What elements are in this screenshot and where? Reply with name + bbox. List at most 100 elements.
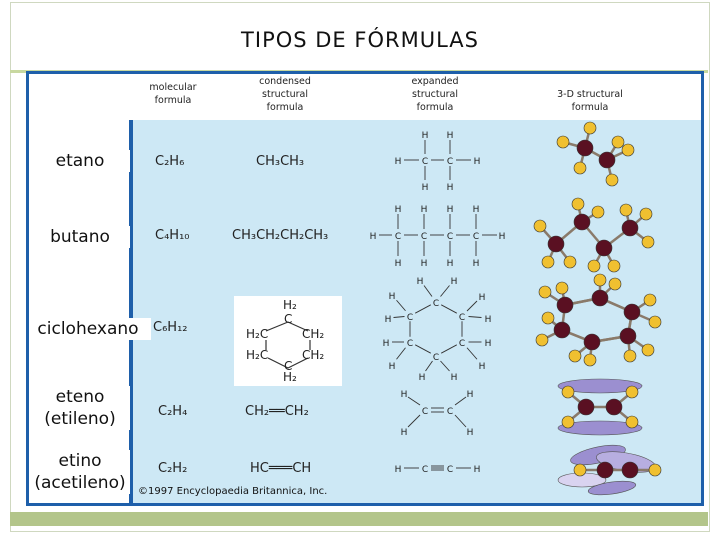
carbon-label: C	[407, 313, 413, 323]
hydrogen-label: H	[467, 428, 474, 438]
hydrogen-ball	[535, 333, 549, 347]
hydrogen-ball	[641, 235, 655, 249]
bond-line	[454, 414, 467, 428]
carbon-label: C	[407, 339, 413, 349]
hydrogen-label: H	[421, 259, 428, 269]
hydrogen-ball	[563, 255, 577, 269]
hydrogen-label: H	[451, 277, 458, 287]
carbon-label: C	[459, 313, 465, 323]
hydrogen-ball	[533, 219, 547, 233]
hydrogen-label: H	[422, 183, 429, 193]
hydrogen-ball	[583, 121, 597, 135]
carbon-label: C	[422, 465, 428, 475]
cyc-h2c-left: H₂C	[246, 327, 269, 341]
hydrogen-ball	[611, 135, 625, 149]
carbon-ball	[573, 213, 591, 231]
hydrogen-ball	[623, 349, 637, 363]
carbon-label: C	[447, 465, 453, 475]
hydrogen-ball	[648, 463, 662, 477]
cyc-h2-bottom: H₂	[283, 370, 297, 384]
hydrogen-label: H	[447, 205, 454, 215]
hydrogen-label: H	[474, 157, 481, 167]
hydrogen-ball	[573, 463, 587, 477]
carbon-label: C	[395, 232, 401, 242]
cyc-ch2-right2: CH₂	[302, 348, 325, 362]
carbon-ball	[576, 139, 594, 157]
hydrogen-label: H	[485, 315, 492, 325]
hydrogen-ball	[625, 415, 639, 429]
hydrogen-label: H	[389, 292, 396, 302]
row-name-etino: etino (acetileno)	[30, 450, 130, 494]
bond-line	[466, 347, 478, 360]
hydrogen-ball	[639, 207, 653, 221]
hydrogen-label: H	[401, 390, 408, 400]
hydrogen-ball	[621, 143, 635, 157]
carbon-label: C	[447, 407, 453, 417]
hydrogen-label: H	[451, 373, 458, 383]
bond-line	[440, 360, 450, 372]
hydrogen-label: H	[389, 362, 396, 372]
bond-line	[393, 316, 405, 318]
bond-line	[440, 304, 458, 314]
hydrogen-label: H	[395, 465, 402, 475]
bond-line	[423, 285, 433, 297]
hydrogen-ball	[538, 285, 552, 299]
hydrogen-ball	[541, 255, 555, 269]
carbon-ball	[623, 303, 641, 321]
bond-line	[396, 299, 406, 312]
pi-orbital-top	[557, 378, 643, 394]
hydrogen-ball	[643, 293, 657, 307]
hydrogen-label: H	[370, 232, 377, 242]
hydrogen-ball	[619, 203, 633, 217]
header-3d: 3-D structural formula	[557, 89, 623, 113]
bond-line	[407, 414, 421, 428]
cyc-h2-top: H₂	[283, 298, 297, 312]
bond-line	[468, 316, 482, 318]
hydrogen-ball	[561, 415, 575, 429]
hydrogen-label: H	[479, 362, 486, 372]
header-molecular: molecular formula	[149, 82, 197, 106]
row-name-eteno: eteno (etileno)	[30, 386, 130, 430]
carbon-label: C	[433, 353, 439, 363]
molecular-butano: C₄H₁₀	[155, 228, 190, 243]
hydrogen-ball	[568, 349, 582, 363]
hydrogen-ball	[571, 197, 585, 211]
bond-line	[440, 285, 450, 297]
header-condensed: condensed structural formula	[259, 76, 311, 113]
pi-orbital	[587, 480, 637, 496]
hydrogen-ball	[593, 273, 607, 287]
bond-line	[425, 360, 433, 372]
bond-line	[407, 396, 421, 406]
name-column-divider	[129, 120, 133, 503]
carbon-ball	[598, 151, 616, 169]
hydrogen-label: H	[421, 205, 428, 215]
hydrogen-ball	[591, 205, 605, 219]
carbon-label: C	[447, 157, 453, 167]
header-expanded: expanded structural formula	[411, 76, 459, 113]
hydrogen-label: H	[479, 293, 486, 303]
molecular-eteno: C₂H₄	[158, 404, 188, 419]
hydrogen-ball	[608, 277, 622, 291]
bond-line	[454, 396, 467, 406]
cyc-h2c-left2: H₂C	[246, 348, 269, 362]
carbon-ball	[553, 321, 571, 339]
cyc-c-top: C	[284, 312, 293, 326]
hydrogen-ball	[587, 259, 601, 273]
hydrogen-label: H	[473, 205, 480, 215]
row-name-butano: butano	[30, 226, 130, 248]
header-row	[29, 74, 701, 120]
hydrogen-label: H	[499, 232, 506, 242]
cyc-ch2-right: CH₂	[302, 327, 325, 341]
hydrogen-ball	[573, 161, 587, 175]
row-name-etano: etano	[30, 150, 130, 172]
bond-line	[414, 304, 432, 314]
carbon-label: C	[422, 157, 428, 167]
condensed-etano: CH₃CH₃	[256, 154, 305, 169]
hydrogen-label: H	[447, 183, 454, 193]
hydrogen-label: H	[422, 131, 429, 141]
hydrogen-label: H	[447, 259, 454, 269]
hydrogen-ball	[607, 259, 621, 273]
carbon-ball	[605, 398, 623, 416]
